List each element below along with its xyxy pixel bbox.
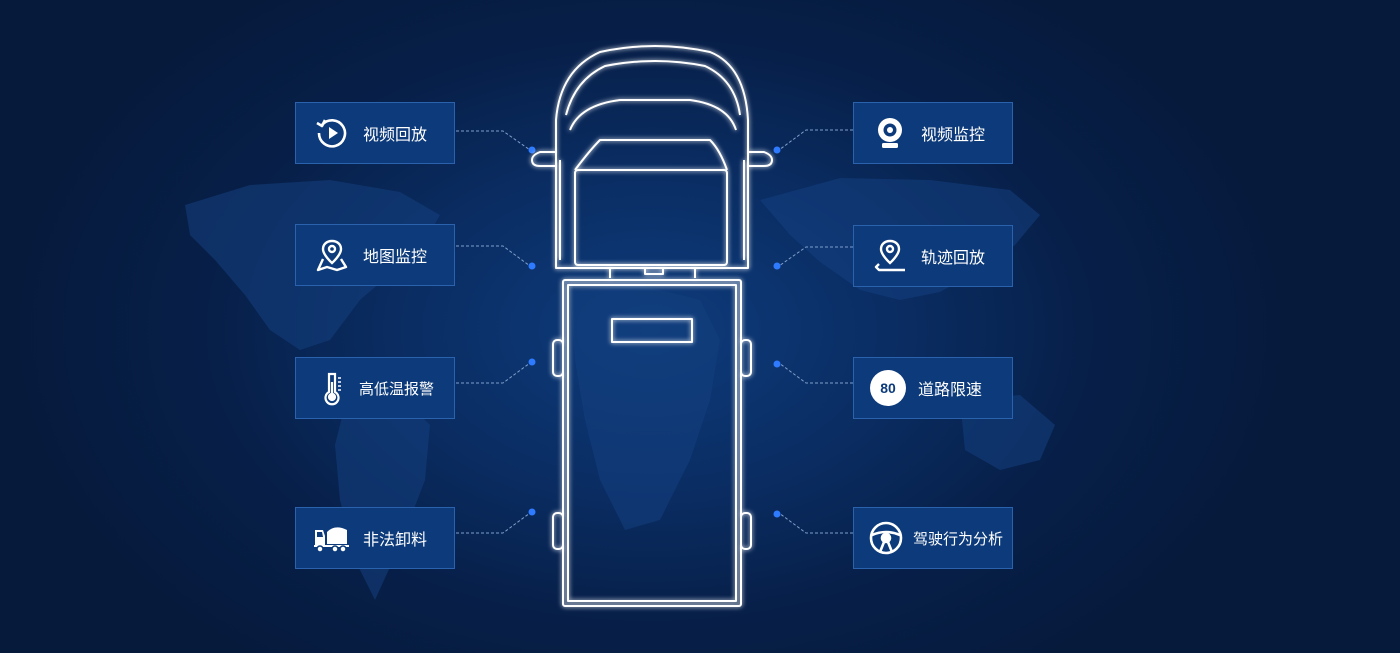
mixer-truck-icon <box>313 519 351 557</box>
feature-label: 地图监控 <box>363 247 428 266</box>
truck-cargo-panel <box>611 318 693 343</box>
connector-video-playback <box>456 130 531 151</box>
feature-label: 轨迹回放 <box>921 248 986 267</box>
feature-label: 高低温报警 <box>359 379 435 398</box>
steering-wheel-icon <box>867 519 905 557</box>
connector-map-monitor <box>456 245 531 267</box>
connector-speed-limit <box>778 362 853 384</box>
truck-cargo-body <box>562 279 742 607</box>
feature-card-video-monitor[interactable]: 视频监控 <box>853 102 1013 164</box>
feature-card-driving-analysis[interactable]: 驾驶行为分析 <box>853 507 1013 569</box>
connector-dot <box>528 262 536 270</box>
connector-dot <box>528 508 536 516</box>
feature-label: 驾驶行为分析 <box>913 529 1004 548</box>
truck-roof-panel <box>574 169 728 266</box>
speed-limit-badge: 80 <box>880 380 896 396</box>
truck-cab <box>555 45 749 269</box>
webcam-icon <box>871 114 909 152</box>
speed-limit-icon: 80 <box>870 370 906 406</box>
thermometer-icon <box>313 369 351 407</box>
feature-label: 道路限速 <box>918 380 983 399</box>
feature-card-track-playback[interactable]: 轨迹回放 <box>853 225 1013 287</box>
video-playback-icon <box>313 114 351 152</box>
connector-dot <box>773 360 781 368</box>
connector-dot <box>773 262 781 270</box>
truck-mirror-left <box>531 151 556 167</box>
connector-video-monitor <box>778 129 853 151</box>
connector-dot <box>773 510 781 518</box>
connector-driving-analysis <box>778 512 853 534</box>
truck-mirror-right <box>748 151 773 167</box>
feature-card-video-playback[interactable]: 视频回放 <box>295 102 455 164</box>
map-pin-icon <box>313 236 351 274</box>
connector-dot <box>773 146 781 154</box>
feature-label: 非法卸料 <box>363 530 428 549</box>
feature-card-speed-limit[interactable]: 80 道路限速 <box>853 357 1013 419</box>
connector-illegal-unload <box>456 512 531 534</box>
feature-card-map-monitor[interactable]: 地图监控 <box>295 224 455 286</box>
feature-card-temp-alarm[interactable]: 高低温报警 <box>295 357 455 419</box>
feature-label: 视频回放 <box>363 125 428 144</box>
connector-dot <box>528 358 536 366</box>
connector-temp-alarm <box>456 362 531 384</box>
connector-dot <box>528 146 536 154</box>
feature-card-illegal-unload[interactable]: 非法卸料 <box>295 507 455 569</box>
connector-track-playback <box>778 246 853 267</box>
feature-label: 视频监控 <box>921 125 986 144</box>
route-pin-icon <box>871 237 909 275</box>
